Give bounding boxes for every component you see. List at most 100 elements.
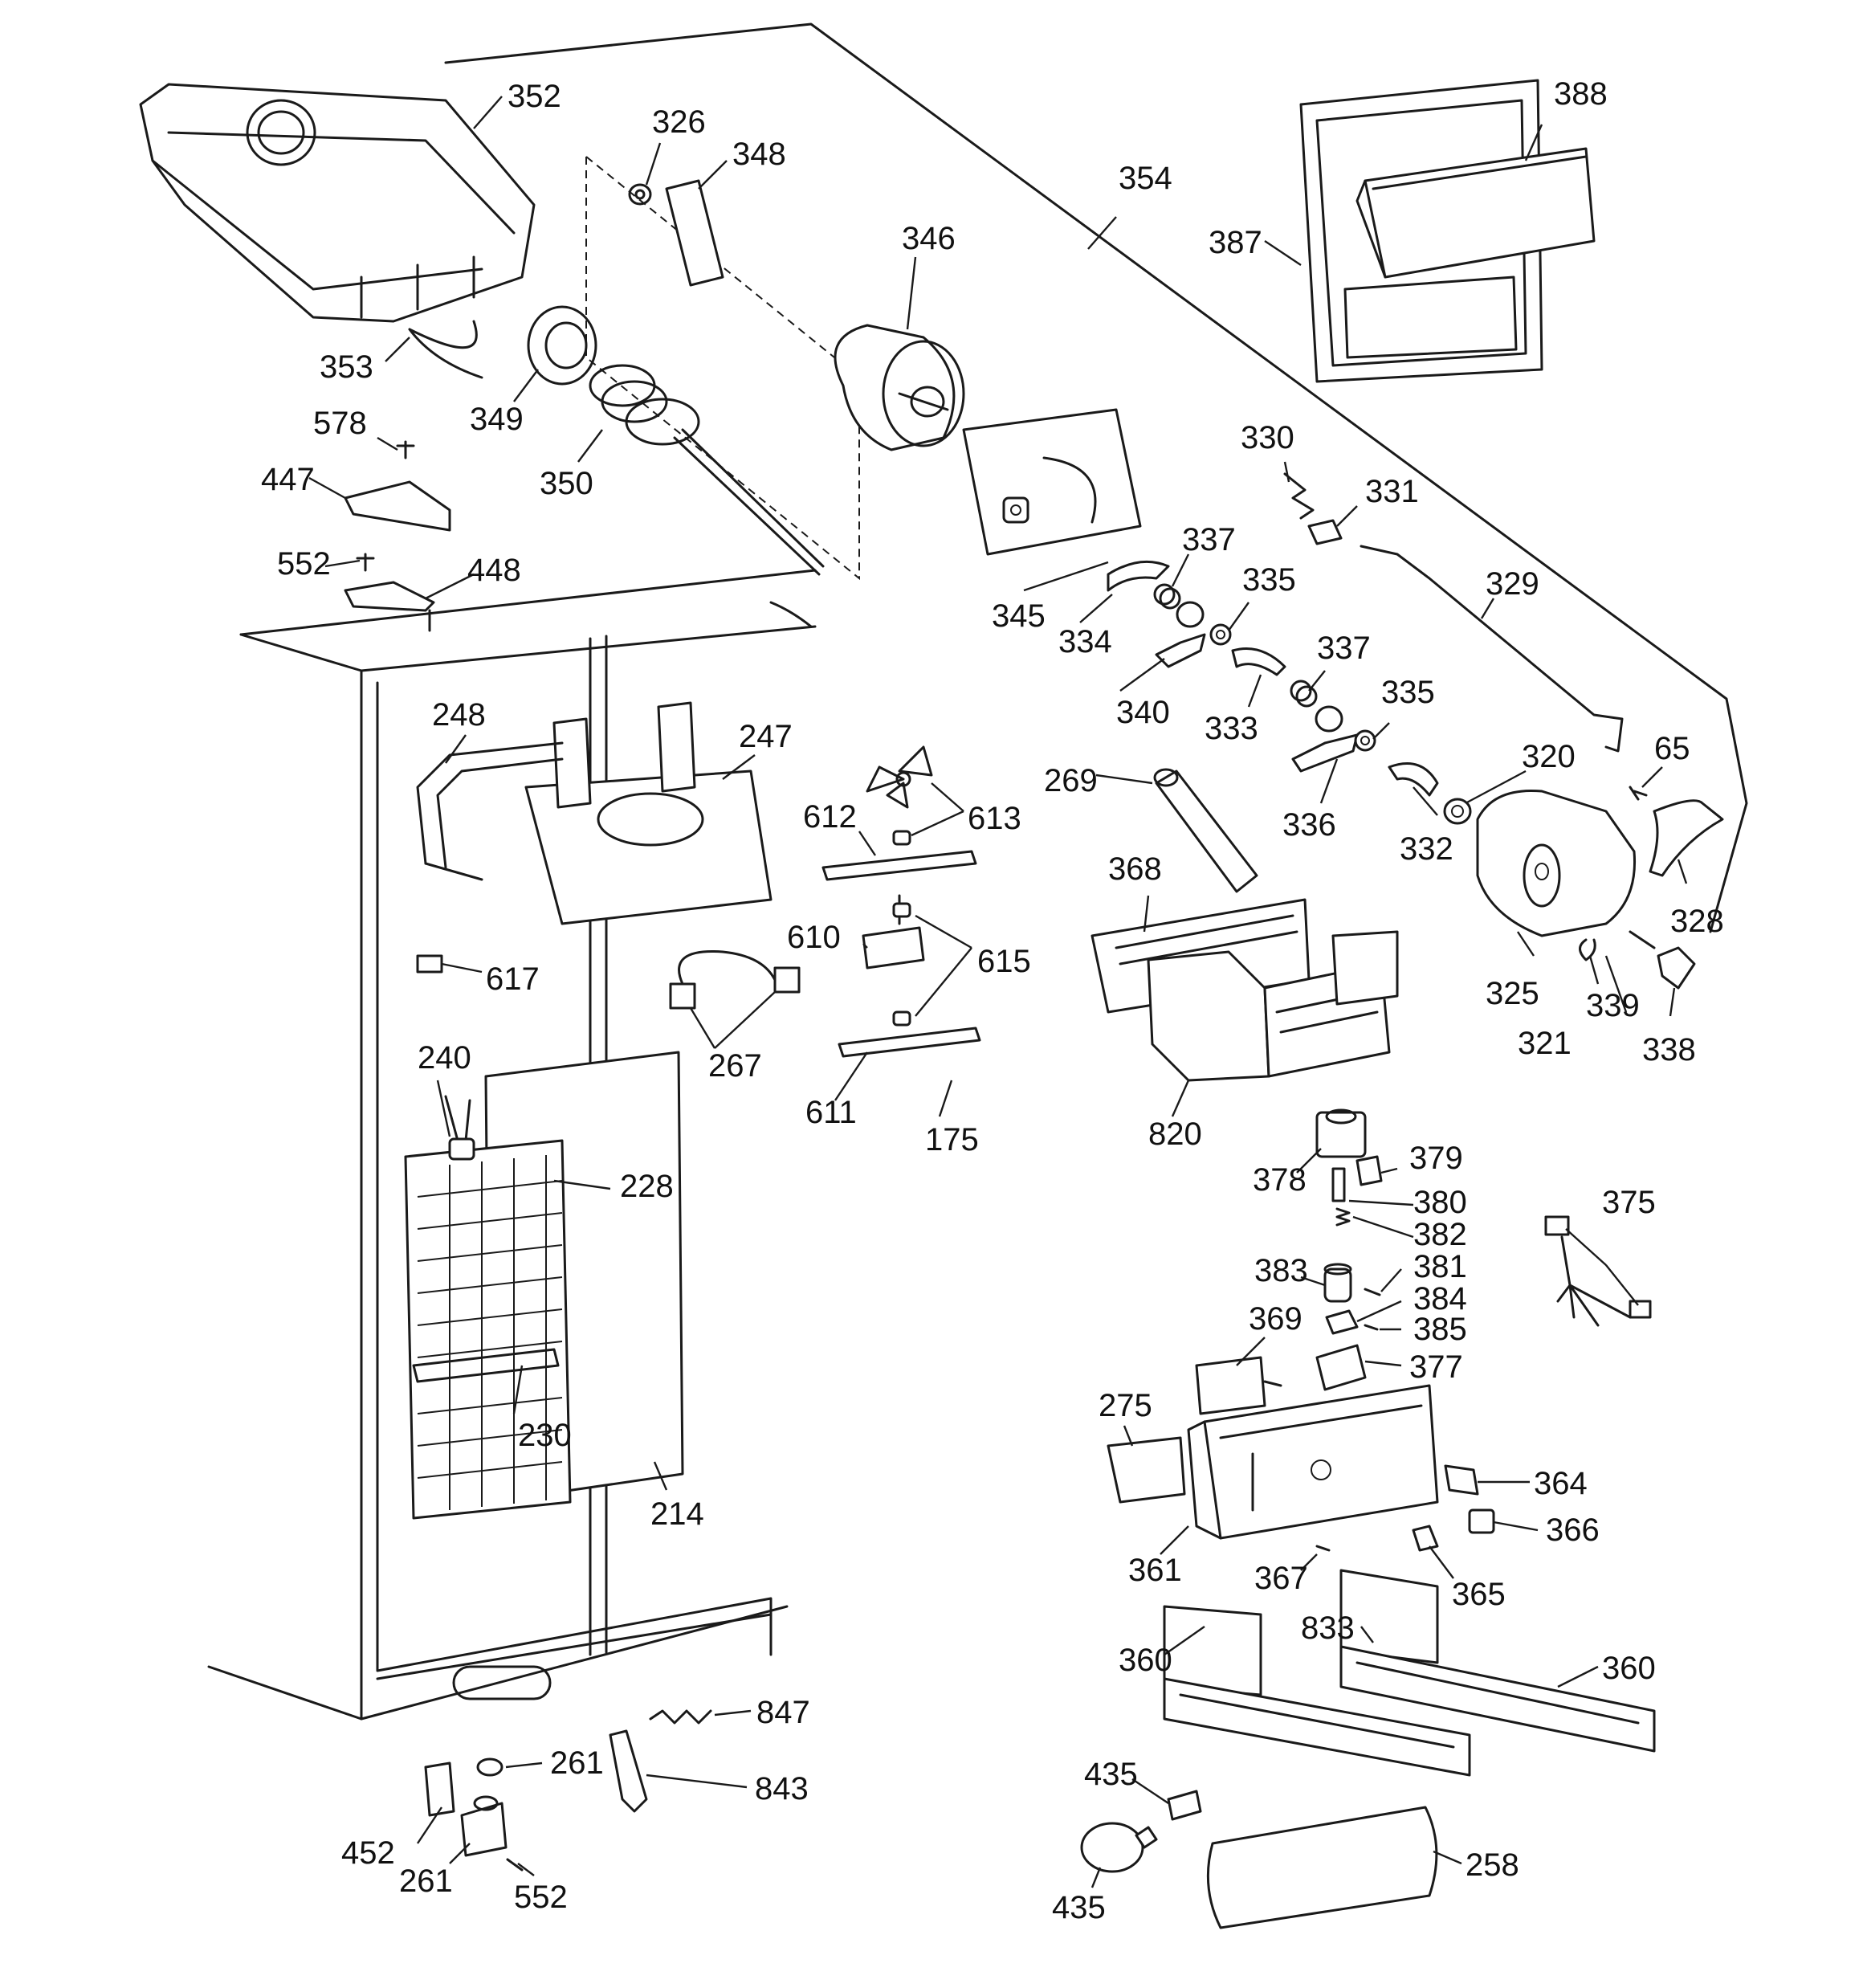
washer-326 [628,183,652,206]
fan-shroud-247 [524,701,773,925]
timer-369 [1195,1356,1282,1415]
screw-578 [396,440,415,459]
control-box-361 [1187,1384,1439,1540]
callout-383: 383 [1254,1253,1308,1288]
bushing-335b [1354,729,1376,752]
harness-267 [669,950,801,1010]
plate-452 [424,1761,455,1817]
diaphragm-383 [1323,1263,1352,1303]
callout-340: 340 [1116,695,1170,730]
callout-labels: 352 326 348 346 354 388 387 353 349 350 … [261,76,1724,1925]
bucket-spring-clip [408,320,483,379]
cover-275 [1107,1436,1186,1504]
callout-612: 612 [803,799,857,835]
callout-240: 240 [418,1040,471,1076]
connector-364 [1444,1464,1479,1496]
air-duct-248 [416,741,564,881]
lamp-socket-435 [1167,1790,1202,1821]
screw-552-bottom [506,1858,524,1872]
lever-334 [1107,560,1170,592]
defrost-thermostat-240 [444,1095,475,1161]
callout-360-right: 360 [1602,1651,1656,1686]
callout-346: 346 [902,221,956,256]
callout-388: 388 [1554,76,1608,112]
evaporator-coil-228 [404,1139,572,1520]
callout-350: 350 [540,466,593,501]
cap-365 [1412,1525,1439,1552]
bushing-335a [1209,623,1232,646]
callout-365: 365 [1452,1577,1506,1612]
lever-332 [1388,762,1439,797]
rod-329 [1360,545,1624,753]
callout-336: 336 [1282,807,1336,843]
screw-65 [1629,786,1648,801]
callout-329: 329 [1486,566,1539,602]
callout-348: 348 [732,137,786,172]
callout-330: 330 [1241,420,1294,455]
solenoid-housing-325 [1476,789,1637,937]
harness-375 [1544,1215,1652,1327]
callout-360-left: 360 [1119,1643,1172,1678]
spring-337b [1290,680,1318,708]
valve-bracket-377 [1315,1344,1367,1391]
callout-366: 366 [1546,1512,1600,1548]
fan-motor-610 [862,894,925,970]
callout-833: 833 [1301,1610,1355,1646]
clamp-338 [1657,946,1696,990]
callout-843: 843 [755,1771,809,1806]
callout-230: 230 [518,1418,572,1453]
callout-275: 275 [1099,1388,1152,1423]
callout-353: 353 [320,349,373,385]
auger-spring [589,364,825,576]
callout-325: 325 [1486,976,1539,1011]
spring-330 [1283,472,1315,520]
callout-334: 334 [1058,624,1112,659]
callout-335-b: 335 [1381,675,1435,710]
valve-coil-378 [1315,1108,1367,1158]
lever-333 [1231,647,1286,676]
callout-369: 369 [1249,1301,1302,1337]
ice-bucket [139,83,536,323]
callout-578: 578 [313,406,367,441]
callout-175: 175 [925,1122,979,1157]
fill-tube-269 [1153,768,1258,893]
grommet-613 [892,830,911,846]
callout-248: 248 [432,697,486,733]
cam-336 [1291,705,1359,773]
callout-387: 387 [1209,225,1262,260]
bracket-448 [344,581,435,632]
washer-381 [1364,1288,1381,1296]
callout-613: 613 [968,801,1021,836]
callout-335-a: 335 [1242,562,1296,598]
callout-321: 321 [1518,1026,1572,1061]
callout-382: 382 [1413,1217,1467,1252]
rail-360-right [1339,1569,1656,1753]
callout-214: 214 [650,1496,704,1532]
callout-611: 611 [805,1095,857,1130]
callout-615: 615 [977,944,1031,979]
dispenser-assembly-outline [444,22,1748,933]
callout-267: 267 [708,1048,762,1084]
screw-552-top [356,553,375,572]
callout-332: 332 [1400,831,1453,867]
callout-447: 447 [261,462,315,497]
callout-375: 375 [1602,1185,1656,1220]
dispenser-cover-388 [1355,147,1596,279]
callout-552-bottom: 552 [514,1880,568,1915]
callout-345: 345 [992,598,1046,634]
callout-368: 368 [1108,851,1162,887]
callout-380: 380 [1413,1185,1467,1220]
clip-331 [1307,519,1343,545]
washer-261 [476,1757,503,1777]
callout-452: 452 [341,1835,395,1871]
icemaker-820 [1147,930,1399,1082]
callout-328: 328 [1670,904,1724,939]
callout-339: 339 [1586,988,1640,1023]
plunger-380 [1331,1167,1346,1202]
callout-377: 377 [1409,1349,1463,1385]
lever-843 [609,1729,648,1813]
callout-338: 338 [1642,1032,1696,1067]
callout-261-b: 261 [399,1863,453,1899]
callout-435-a: 435 [1084,1757,1138,1792]
